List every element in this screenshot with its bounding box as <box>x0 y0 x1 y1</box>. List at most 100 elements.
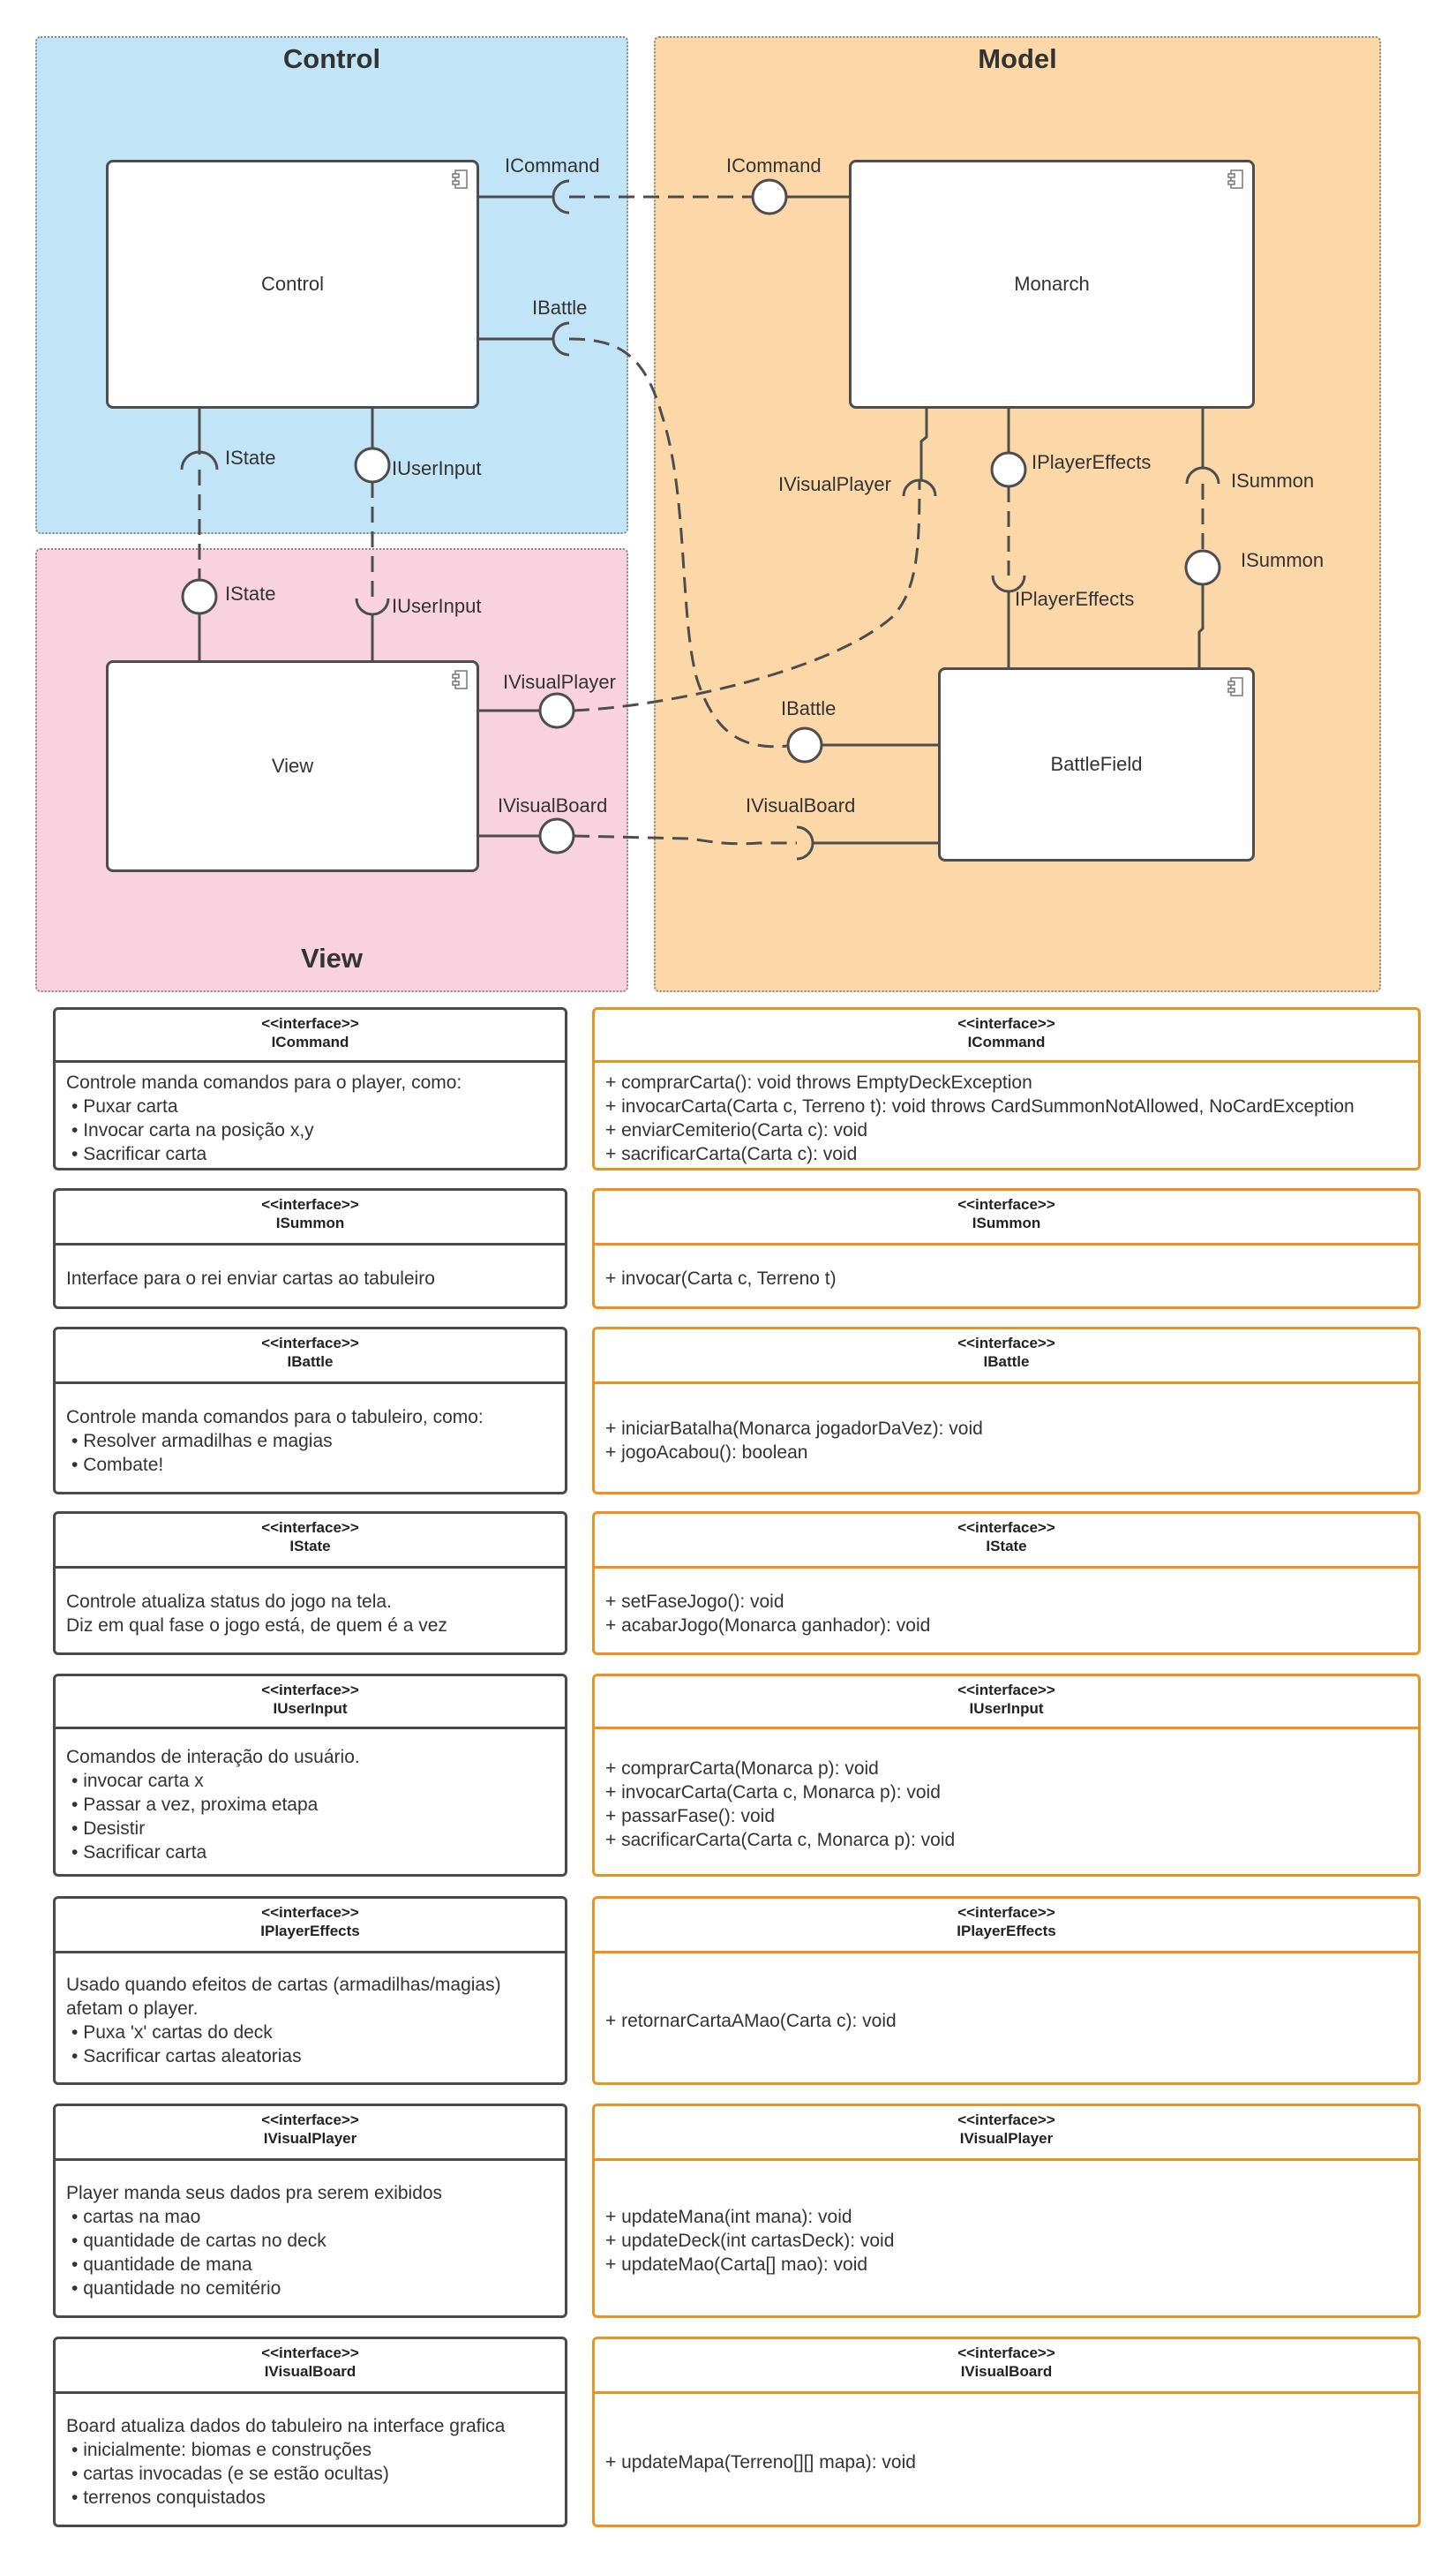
interface-description: Player manda seus dados pra serem exibid… <box>66 2181 558 2300</box>
method-line: + updateMapa(Terreno[][] mapa): void <box>605 2451 916 2472</box>
bullet-item: • quantidade de cartas no deck <box>66 2229 558 2253</box>
method-line: + enviarCemiterio(Carta c): void <box>605 1119 868 1140</box>
bullet-item: • Invocar carta na posição x,y <box>66 1118 558 1142</box>
description-line: Controle manda comandos para o player, c… <box>66 1072 462 1093</box>
iplayereffects-lollipop <box>990 451 1027 488</box>
bullet-item: • quantidade de mana <box>66 2253 558 2277</box>
bullet-item: • Sacrificar carta <box>66 1840 558 1864</box>
bullet-dot-icon: • <box>71 2046 84 2066</box>
interface-methods: + iniciarBatalha(Monarca jogadorDaVez): … <box>605 1417 1411 1464</box>
interface-methods-box: <<interface>> IState + setFaseJogo(): void… <box>592 1511 1421 1655</box>
ibattle-socket <box>552 321 570 357</box>
component-icon <box>452 670 468 689</box>
ibattle-lollipop <box>786 726 823 764</box>
bullet-dot-icon: • <box>71 2231 84 2251</box>
interface-methods: + invocar(Carta c, Terreno t) <box>605 1267 1411 1291</box>
bullet-item: • Sacrificar carta <box>66 1142 558 1166</box>
interface-name: ICommand <box>967 1034 1046 1050</box>
bullet-dot-icon: • <box>71 1119 84 1140</box>
description-line: Board atualiza dados do tabuleiro na int… <box>66 2416 506 2436</box>
description-line: Interface para o rei enviar cartas ao ta… <box>66 1268 435 1289</box>
bullet-item: • Sacrificar cartas aleatorias <box>66 2044 558 2068</box>
bullet-text: Desistir <box>83 1818 146 1839</box>
istate-lollipop <box>181 578 218 615</box>
label-battlefield-isummon: ISummon <box>1241 549 1325 571</box>
interface-name: IPlayerEffects <box>260 1923 360 1939</box>
bullet-item: • Resolver armadilhas e magias <box>66 1429 558 1453</box>
method-line: + jogoAcabou(): boolean <box>605 1442 808 1463</box>
interface-name: IState <box>289 1538 331 1554</box>
interface-stereotype: <<interface>> <box>957 1196 1055 1213</box>
bullet-text: Invocar carta na posição x,y <box>83 1119 314 1140</box>
bullet-text: invocar carta x <box>83 1770 204 1791</box>
istate-socket <box>180 450 219 470</box>
interface-methods: + updateMana(int mana): void+ updateDeck… <box>605 2205 1411 2277</box>
interface-description: Interface para o rei enviar cartas ao ta… <box>66 1267 558 1291</box>
interface-name: IBattle <box>287 1353 334 1370</box>
interface-stereotype: <<interface>> <box>261 1682 359 1698</box>
interface-name: IVisualPlayer <box>959 2130 1054 2147</box>
bullet-dot-icon: • <box>71 1095 84 1117</box>
interface-header: <<interface>>IUserInput <box>595 1676 1418 1729</box>
interface-header: <<interface>>ICommand <box>595 1010 1418 1063</box>
description-line: Controle atualiza status do jogo na tela… <box>66 1591 392 1612</box>
label-monarch-isummon: ISummon <box>1231 470 1315 492</box>
method-line: + acabarJogo(Monarca ganhador): void <box>605 1614 931 1636</box>
interface-header: <<interface>>IState <box>56 1514 565 1569</box>
isummon-lollipop <box>1184 549 1221 586</box>
view-region-title: View <box>300 943 364 974</box>
bullet-item: • Puxa 'x' cartas do deck <box>66 2021 558 2044</box>
label-view-ivisualboard: IVisualBoard <box>498 794 608 817</box>
description-line: Player manda seus dados pra serem exibid… <box>66 2183 443 2203</box>
view-component[interactable]: View <box>106 660 479 872</box>
interface-stereotype: <<interface>> <box>261 1196 359 1213</box>
label-control-icommand: ICommand <box>505 154 600 177</box>
bullet-text: inicialmente: biomas e construções <box>83 2440 372 2460</box>
interface-stereotype: <<interface>> <box>957 1519 1055 1536</box>
interface-name: IPlayerEffects <box>957 1923 1056 1939</box>
bullet-dot-icon: • <box>71 2487 84 2508</box>
isummon-wire-battlefield <box>1197 584 1205 667</box>
ibattle-dependency <box>568 337 789 749</box>
interface-stereotype: <<interface>> <box>261 1015 359 1032</box>
interface-methods: + comprarCarta(): void throws EmptyDeckE… <box>605 1071 1411 1166</box>
bullet-dot-icon: • <box>71 2254 84 2275</box>
interface-stereotype: <<interface>> <box>957 1335 1055 1351</box>
method-line: + updateMana(int mana): void <box>605 2207 852 2227</box>
interface-header: <<interface>>IVisualPlayer <box>56 2106 565 2161</box>
ivisualplayer-dependency <box>573 480 921 712</box>
interface-stereotype: <<interface>> <box>957 2344 1055 2361</box>
method-line: + setFaseJogo(): void <box>605 1591 784 1612</box>
bullet-text: cartas invocadas (e se estão ocultas) <box>83 2464 389 2484</box>
label-view-istate: IState <box>225 583 276 605</box>
battlefield-component-label: BattleField <box>1050 753 1143 775</box>
label-battlefield-ivisualboard: IVisualBoard <box>746 794 856 817</box>
interface-methods-box: <<interface>>IPlayerEffects+ retornarCar… <box>592 1896 1421 2085</box>
control-component[interactable]: Control <box>106 160 479 409</box>
battlefield-component[interactable]: BattleField <box>938 667 1255 862</box>
interface-header: <<interface>>IVisualPlayer <box>595 2106 1418 2161</box>
view-component-label: View <box>271 755 314 777</box>
bullet-dot-icon: • <box>71 1430 84 1451</box>
description-line: afetam o player. <box>66 1998 199 2019</box>
bullet-item: • cartas invocadas (e se estão ocultas) <box>66 2462 558 2486</box>
bullet-text: quantidade de mana <box>83 2254 252 2275</box>
bullet-item: • terrenos conquistados <box>66 2486 558 2510</box>
bullet-text: Passar a vez, proxima etapa <box>83 1794 319 1815</box>
interface-description: Board atualiza dados do tabuleiro na int… <box>66 2414 558 2510</box>
description-line: Controle manda comandos para o tabuleiro… <box>66 1406 484 1427</box>
description-line: Usado quando efeitos de cartas (armadilh… <box>66 1975 501 1995</box>
monarch-component[interactable]: Monarch <box>849 160 1255 409</box>
bullet-dot-icon: • <box>71 1143 84 1164</box>
bullet-dot-icon: • <box>71 2022 84 2043</box>
method-line: + invocar(Carta c, Terreno t) <box>605 1268 837 1289</box>
bullet-text: Puxar carta <box>83 1095 178 1117</box>
component-icon <box>452 169 468 189</box>
method-line: + comprarCarta(): void throws EmptyDeckE… <box>605 1072 1032 1093</box>
interface-name: IState <box>986 1538 1027 1554</box>
isummon-socket <box>1185 466 1220 485</box>
